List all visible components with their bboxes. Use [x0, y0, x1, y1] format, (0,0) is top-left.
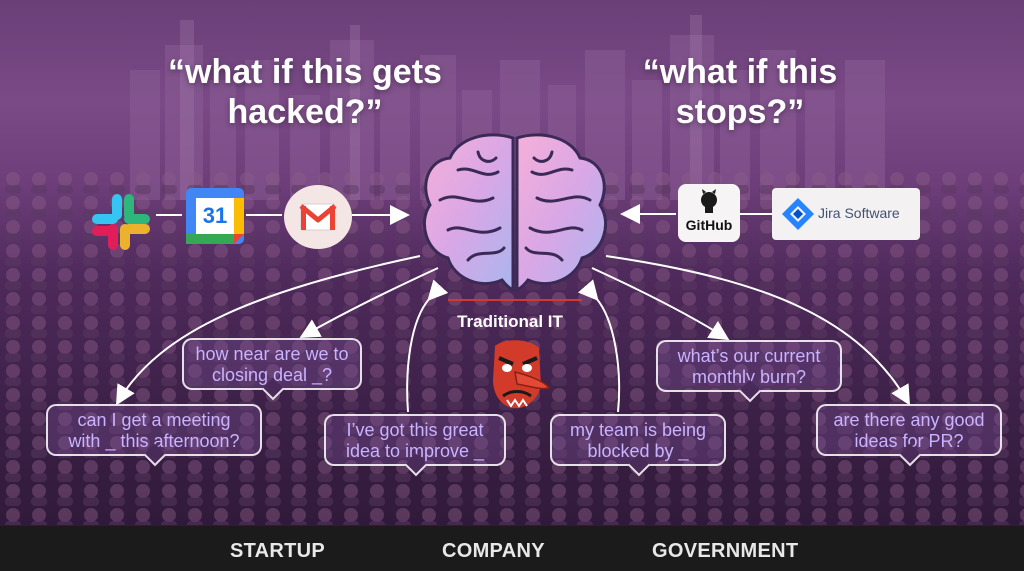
bubble-meeting: can I get a meeting with _ this afternoo…	[46, 404, 262, 456]
bubble-team-blocked-line2: blocked by _	[587, 441, 689, 461]
footer-bar: STARTUP COMPANY GOVERNMENT	[0, 526, 1024, 571]
traditional-it-label: Traditional IT	[457, 312, 563, 331]
footer-startup: STARTUP	[230, 540, 326, 562]
calendar-date-number: 31	[202, 203, 228, 228]
bubble-monthly-burn-line2: monthly burn?	[691, 367, 807, 387]
bubble-pr-ideas: are there any good ideas for PR?	[816, 404, 1002, 456]
jira-label: Jira Software	[818, 205, 900, 221]
quote-hacked-line1: “what if this gets	[168, 53, 442, 91]
bubble-meeting-line2: with _ this afternoon?	[68, 431, 240, 451]
quote-stops-line2: stops?”	[675, 93, 805, 131]
google-calendar-icon: 31	[184, 186, 246, 246]
bubble-meeting-line1: can I get a meeting	[77, 410, 231, 430]
bubble-closing-deal-line1: how near are we to	[195, 344, 349, 364]
quote-hacked-line2: hacked?”	[227, 93, 383, 131]
quote-stops-line1: “what if this	[642, 53, 838, 91]
bubble-pr-ideas-line2: ideas for PR?	[854, 431, 964, 451]
google-calendar-frame	[186, 188, 244, 244]
bubble-pr-ideas-line1: are there any good	[833, 410, 985, 430]
github-label: GitHub	[685, 217, 733, 233]
github-icon: GitHub	[678, 184, 740, 242]
jira-icon: Jira Software	[772, 188, 920, 240]
bubble-closing-deal-line2: closing deal _?	[211, 365, 333, 385]
bubble-great-idea-line1: I’ve got this great	[346, 420, 484, 440]
slack-logo-icon	[92, 194, 150, 250]
quote-stops: “what if this stops?”	[620, 52, 860, 132]
bubble-team-blocked: my team is being blocked by _	[550, 414, 726, 466]
quote-hacked: “what if this gets hacked?”	[150, 52, 460, 132]
jira-diamond-glyph	[782, 198, 814, 230]
bubble-closing-deal: how near are we to closing deal _?	[182, 338, 362, 390]
footer-government: GOVERNMENT	[652, 540, 799, 562]
bubble-great-idea-line2: idea to improve _	[345, 441, 485, 461]
bubble-monthly-burn-line1: what’s our current	[677, 346, 821, 366]
bubble-great-idea: I’ve got this great idea to improve _	[324, 414, 506, 466]
bubble-monthly-burn: what’s our current monthly burn?	[656, 340, 842, 392]
gmail-icon	[284, 185, 352, 249]
bubble-team-blocked-line1: my team is being	[569, 420, 707, 440]
octocat-glyph	[701, 189, 717, 213]
footer-company: COMPANY	[442, 540, 545, 562]
tengu-mask-icon	[493, 340, 551, 409]
brain-icon	[422, 133, 608, 293]
